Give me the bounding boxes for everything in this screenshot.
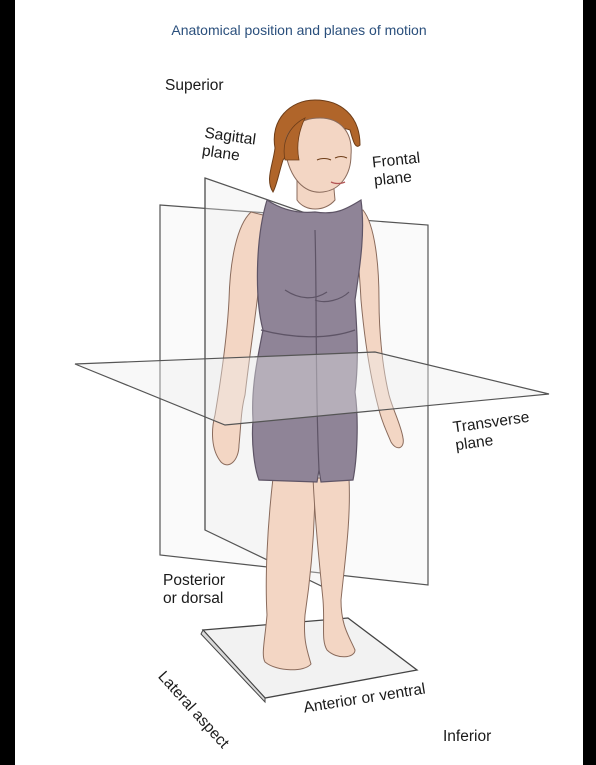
anatomy-figure (15, 0, 583, 765)
label-inferior: Inferior (443, 728, 491, 746)
diagram-panel: Anatomical position and planes of motion (15, 0, 583, 765)
label-sagittal-plane: Sagittal plane (201, 125, 257, 168)
head (270, 100, 360, 192)
label-superior: Superior (165, 77, 224, 95)
transverse-plane (75, 352, 549, 425)
label-posterior: Posterior or dorsal (163, 572, 225, 608)
label-frontal-plane: Frontal plane (371, 150, 423, 191)
bodysuit (252, 200, 362, 482)
